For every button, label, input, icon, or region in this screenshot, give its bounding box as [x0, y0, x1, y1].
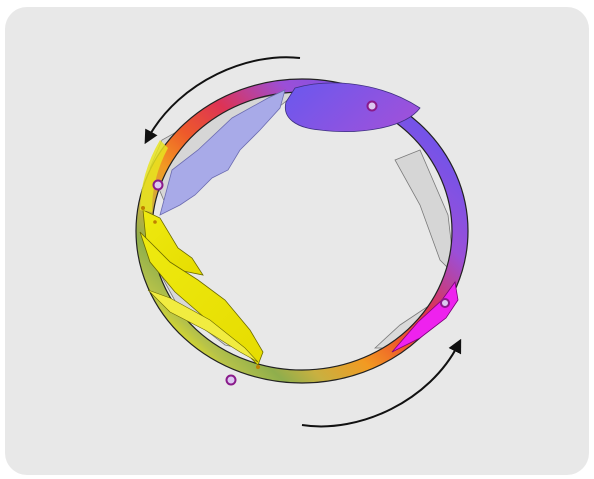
pivot-bottom: [225, 374, 237, 386]
top-blade-head: [284, 82, 421, 132]
magenta-blade: [391, 280, 459, 353]
top-left-rotation-arrow: [144, 56, 301, 145]
pivot-left-upper: [152, 179, 164, 191]
yellow-blades: [139, 209, 264, 366]
pivot-top-right: [366, 100, 378, 112]
pivot-right-lower: [440, 298, 450, 308]
hinge-dot-left: [141, 206, 145, 210]
bottom-right-rotation-arrow: [301, 338, 462, 428]
hinge-dot-left-mid: [153, 220, 157, 224]
hinge-dot-bottom: [256, 365, 260, 369]
pivot-pins: [141, 100, 450, 386]
yellow-blade-thin: [147, 289, 259, 363]
ring-yellow-highlight: [140, 140, 168, 212]
yellow-blade-lower: [139, 231, 264, 366]
lavender-blade: [159, 89, 286, 216]
